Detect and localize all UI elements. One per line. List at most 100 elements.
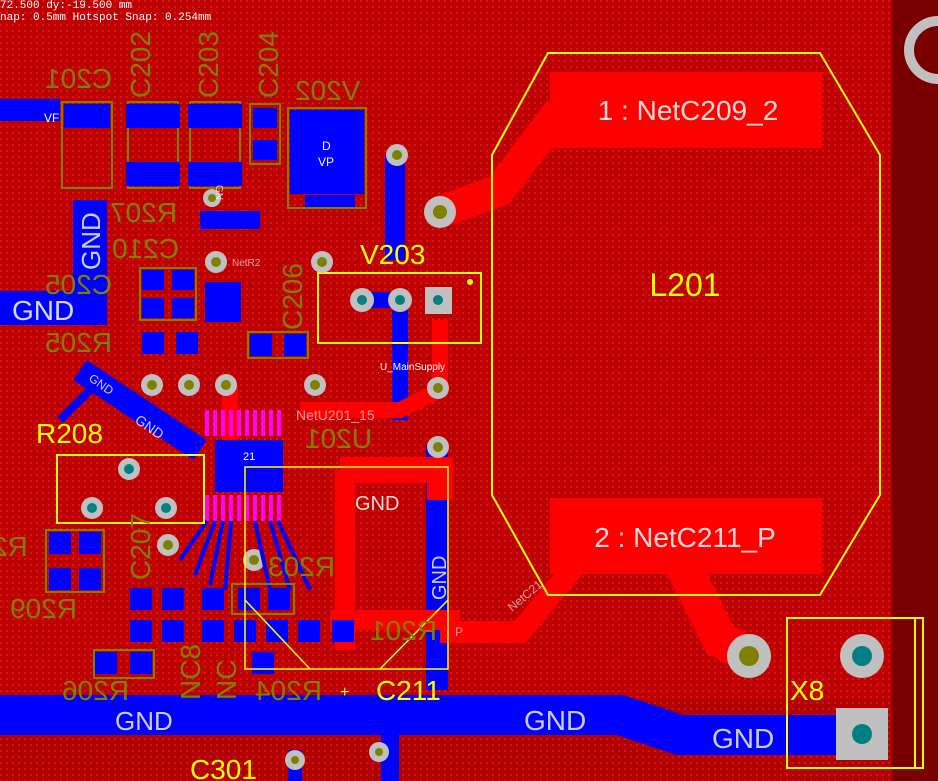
- net-gnd-vertical2: GND: [429, 556, 451, 600]
- net-gnd-vertical1: GND: [76, 212, 106, 270]
- trace-red-3: [340, 457, 453, 500]
- bottom-components-top: [61, 101, 367, 209]
- c202-pad-1[interactable]: [126, 104, 180, 128]
- r208-outline: [56, 454, 205, 524]
- r205-pad-2[interactable]: [176, 332, 198, 354]
- trace-mainsupply: [300, 320, 448, 418]
- v202-pad[interactable]: [305, 195, 355, 207]
- u201-pins: [205, 410, 281, 521]
- r204-pad-2[interactable]: [268, 588, 290, 610]
- c202-designator: C202: [125, 31, 156, 98]
- c202-pad-2[interactable]: [126, 162, 180, 186]
- nc-pad-2[interactable]: [202, 620, 224, 642]
- c201-pad[interactable]: [64, 104, 110, 128]
- r2-partial-designator: R2: [0, 531, 28, 562]
- c203-pad-2[interactable]: [188, 162, 242, 186]
- u201-designator: U201: [305, 423, 372, 454]
- bottom-silk-labels: C201 C202 C203 C204 V202 R207 C210 C205 …: [0, 31, 437, 706]
- x8-designator: X8: [790, 675, 824, 706]
- l201-pad-1[interactable]: [550, 72, 822, 148]
- l201-pad-2[interactable]: [550, 498, 822, 574]
- u201-body[interactable]: [215, 440, 283, 492]
- v203-pad-3-hole: [433, 295, 443, 305]
- l201-outline: [491, 52, 881, 596]
- c203-pad-1[interactable]: [188, 104, 242, 128]
- c204-pad-1[interactable]: [253, 108, 277, 128]
- c203-designator: C203: [193, 31, 224, 98]
- x8-pad-1-hole: [852, 646, 872, 666]
- net-gnd-bottom2: GND: [524, 705, 586, 736]
- trace-netc209: [434, 100, 573, 228]
- c205-pad-3[interactable]: [172, 270, 194, 290]
- r209-pad-2[interactable]: [79, 568, 101, 590]
- u201-pin-label: 21: [243, 451, 255, 463]
- c206-designator: C206: [277, 263, 308, 330]
- r206-pad-6[interactable]: [130, 652, 152, 674]
- net-p: P: [455, 625, 463, 639]
- r204-pad-6[interactable]: [332, 620, 354, 642]
- nc-pad-1[interactable]: [202, 588, 224, 610]
- coordinate-readout: 72.500 dy:-19.500 mm: [0, 0, 133, 12]
- v202-body[interactable]: [290, 110, 364, 194]
- x8-pad-2-hole: [852, 724, 872, 744]
- c204-designator: C204: [253, 31, 284, 98]
- r206-pad-1[interactable]: [130, 588, 152, 610]
- c211-outline: [244, 466, 449, 670]
- r206-pad-4[interactable]: [162, 620, 184, 642]
- c210-pad[interactable]: [205, 282, 241, 322]
- c206-pad-2[interactable]: [284, 334, 306, 356]
- via-c211-right-hole: [739, 646, 759, 666]
- c205-pad-2[interactable]: [142, 298, 164, 318]
- r204-pad-5[interactable]: [298, 620, 320, 642]
- c205-pad-1[interactable]: [142, 270, 164, 290]
- bottom-components-lower: [45, 529, 354, 679]
- l201-pad2-label: 2 : NetC211_P: [594, 522, 776, 553]
- v202-vp: VP: [318, 155, 334, 169]
- nc208-designator-a: NC8: [175, 644, 206, 700]
- v203-pin1-dot: [467, 279, 473, 285]
- c206-pad-1[interactable]: [250, 334, 272, 356]
- net-u201-15: NetU201_15: [296, 407, 375, 423]
- r209-pad-1[interactable]: [49, 568, 71, 590]
- v203-outline: [317, 272, 482, 344]
- u201[interactable]: 21: [178, 410, 312, 591]
- nc208-designator-b: NC: [211, 660, 242, 700]
- c205-designator: C205: [45, 269, 112, 300]
- u201-fanout-traces: [178, 519, 312, 591]
- r204-pad-4[interactable]: [266, 620, 288, 642]
- c211-designator: C211: [376, 675, 441, 706]
- r201-designator: R201: [370, 615, 437, 646]
- r206-pad-2[interactable]: [130, 620, 152, 642]
- r205-pad-1[interactable]: [142, 332, 164, 354]
- trace-netc211: [440, 552, 589, 643]
- r2-pad-1[interactable]: [49, 532, 71, 554]
- r206-pad-3[interactable]: [162, 588, 184, 610]
- status-overlay: 72.500 dy:-19.500 mm nap: 0.5mm Hotspot …: [0, 0, 211, 24]
- l201-pad1-label: 1 : NetC209_2: [598, 95, 779, 126]
- v203-pad-2-hole: [395, 295, 405, 305]
- r204-designator: R204: [255, 675, 322, 706]
- c301-designator: C301: [190, 754, 257, 781]
- net-gnd-mid: GND: [355, 493, 399, 515]
- c211-diag-1: [244, 599, 311, 670]
- c201-vf: VF: [44, 111, 59, 125]
- snap-readout: nap: 0.5mm Hotspot Snap: 0.254mm: [0, 12, 212, 24]
- v203-designator: V203: [360, 239, 425, 270]
- r204-pad-7[interactable]: [252, 652, 274, 674]
- r204-pad-1[interactable]: [238, 588, 260, 610]
- net-gnd-bottom1: GND: [115, 706, 173, 736]
- net-u-mainsupply: U_MainSupply: [380, 362, 445, 373]
- r2-pad-2[interactable]: [79, 532, 101, 554]
- r206-pad-5[interactable]: [95, 652, 117, 674]
- vias: [81, 144, 456, 770]
- r205-designator: R205: [45, 327, 112, 358]
- gnd-diag-trace-2: [57, 377, 103, 423]
- c211-diag-2: [379, 599, 449, 670]
- r209-designator: R209: [10, 593, 77, 624]
- c204-pad-2[interactable]: [253, 140, 277, 160]
- c205-pad-4[interactable]: [172, 298, 194, 318]
- c207-designator: C207: [125, 513, 156, 580]
- net-gnd-left: GND: [12, 295, 74, 326]
